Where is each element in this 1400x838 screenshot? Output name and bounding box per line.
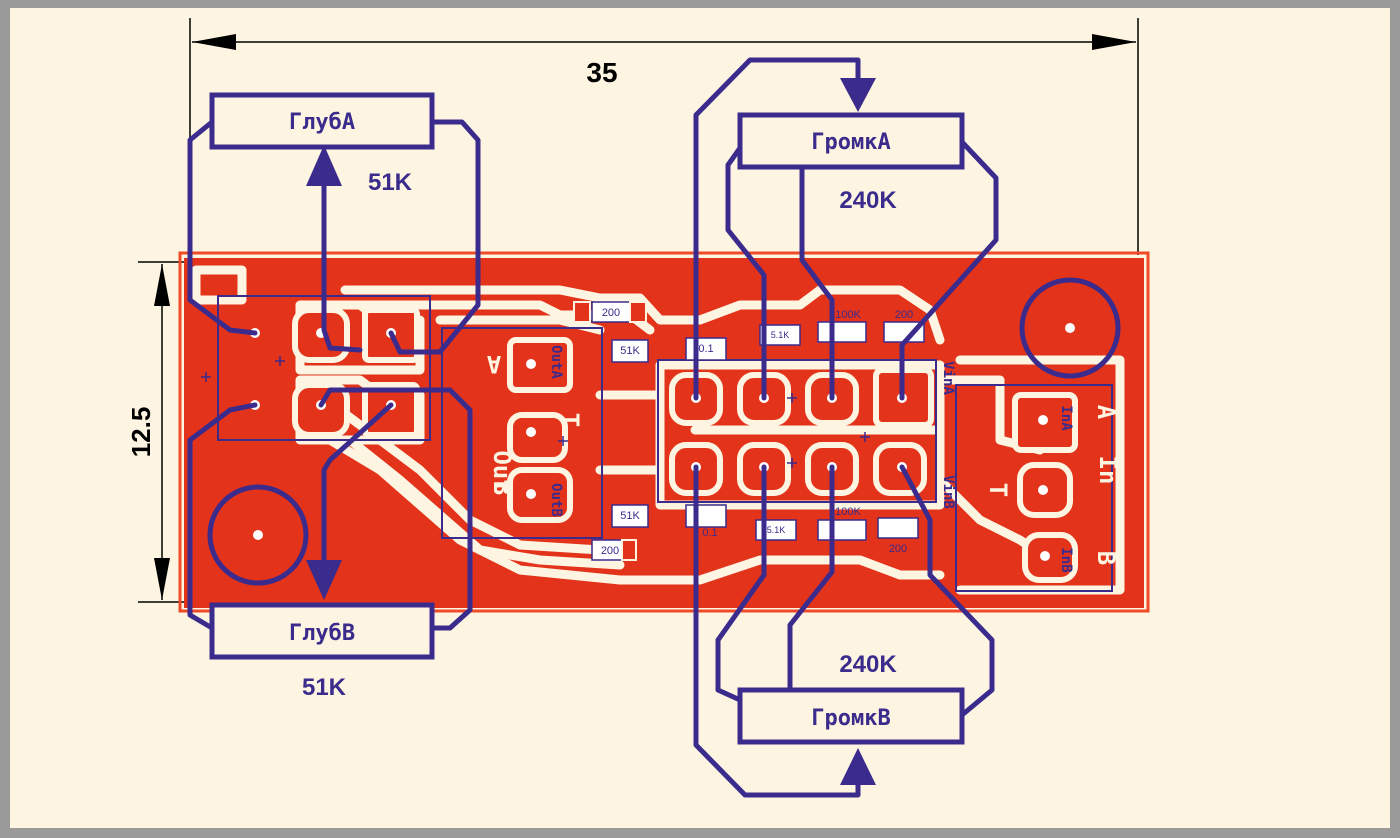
out-a-letter: A [486,350,501,378]
dimension-width-label: 35 [586,57,617,88]
arrow-gromk-a [840,78,876,112]
svg-text:200: 200 [895,309,913,321]
pot-glub-a-value: 51K [368,169,413,196]
smd-c01-top: 0.1 [685,337,727,361]
pin-labels: OutA OutB VinA VinB InA InB [548,345,1074,573]
wire-glub-b-right [318,387,473,631]
pot-glub-a-box [209,92,435,150]
component-outlines [217,295,1113,592]
svg-text:200: 200 [889,543,907,555]
in-word: In [1094,456,1122,485]
svg-text:200: 200 [601,545,619,557]
mounting-hole-bottom-left [207,484,309,586]
pin-label-out-b: OutB [548,483,564,517]
wire-gromk-a-center [799,165,835,401]
svg-text:200: 200 [602,307,620,319]
svg-text:0.1: 0.1 [698,343,713,355]
wire-gromk-b-center [787,464,835,691]
svg-text:100K: 100K [835,309,861,321]
out-gnd-label: T [556,413,584,427]
svg-text:51K: 51K [620,510,640,522]
potentiometer-wiring [187,57,999,798]
pin-label-vin-b: VinB [940,475,956,509]
board-silkscreen: A Out B T A In B T [486,350,1122,565]
pot-glub-b-box [209,602,435,660]
wire-glub-b-left [187,402,258,631]
smd-r51k-top: 51K [611,339,649,363]
pot-glub-b-name: ГлубB [289,621,355,646]
svg-text:0.1: 0.1 [702,527,717,539]
dim-arrow-top [154,264,170,306]
crosshair-marks [201,356,870,468]
in-a-letter: A [1092,405,1120,420]
smd-r200-bottom-right: 200 [877,517,919,555]
wire-glub-a-left [187,119,258,336]
pot-glub-a: ГлубA 51K [209,92,435,196]
arrow-glub-a [306,145,342,186]
wire-glub-a-right [388,119,481,355]
wire-gromk-b-left [715,464,767,703]
pot-gromk-b: ГромкB 240K [737,651,965,745]
wire-glub-a-wiper [321,183,363,353]
wiper-arrows [306,78,876,785]
pin-label-in-b: InB [1058,547,1074,572]
pin-label-in-a: InA [1058,405,1074,431]
in-gnd-label: T [984,483,1012,497]
dimension-width [189,18,1139,255]
dim-arrow-left [192,34,236,50]
wire-glub-b-wiper [321,402,394,563]
pot-glub-b-value: 51K [302,674,347,701]
pot-gromk-b-value: 240K [839,651,897,678]
pot-gromk-a: ГромкA 240K [737,112,965,214]
smd-r200-bottom-left: 200 [591,539,637,561]
arrow-glub-b [306,560,342,600]
smd-r51k-bottom: 51K [611,504,649,528]
mounting-hole-top-right [1019,277,1121,379]
pot-glub-a-name: ГлубA [289,110,355,135]
svg-text:51K: 51K [620,345,640,357]
dim-arrow-right [1092,34,1136,50]
board-outline [178,251,1150,613]
pot-gromk-a-value: 240K [839,187,897,214]
pot-gromk-a-box [737,112,965,170]
wire-gromk-b-loop [693,464,861,798]
pot-gromk-b-name: ГромкB [811,706,890,731]
dim-arrow-bottom [154,558,170,600]
pot-gromk-a-name: ГромкA [811,130,890,155]
svg-text:100K: 100K [835,506,861,518]
wire-gromk-b-right [899,464,995,718]
pin-label-out-a: OutA [548,345,564,379]
arrow-gromk-b [840,748,876,785]
wire-gromk-a-right [899,139,999,401]
svg-text:5.1K: 5.1K [767,525,786,535]
pot-glub-b: ГлубB 51K [209,602,435,701]
dimension-height-label: 12.5 [126,407,156,458]
smd-r200-top-left: 200 [573,301,647,323]
out-word: Out [488,450,516,493]
pin-label-vin-a: VinA [940,361,956,395]
out-b-letter: B [488,481,516,495]
smd-r51k-top-right: 5.1K [759,324,801,346]
wire-gromk-a-left [725,145,767,401]
pot-gromk-b-box [737,687,965,745]
svg-text:5.1K: 5.1K [771,330,790,340]
wire-gromk-a-loop [693,57,861,401]
in-b-letter: B [1092,551,1120,565]
